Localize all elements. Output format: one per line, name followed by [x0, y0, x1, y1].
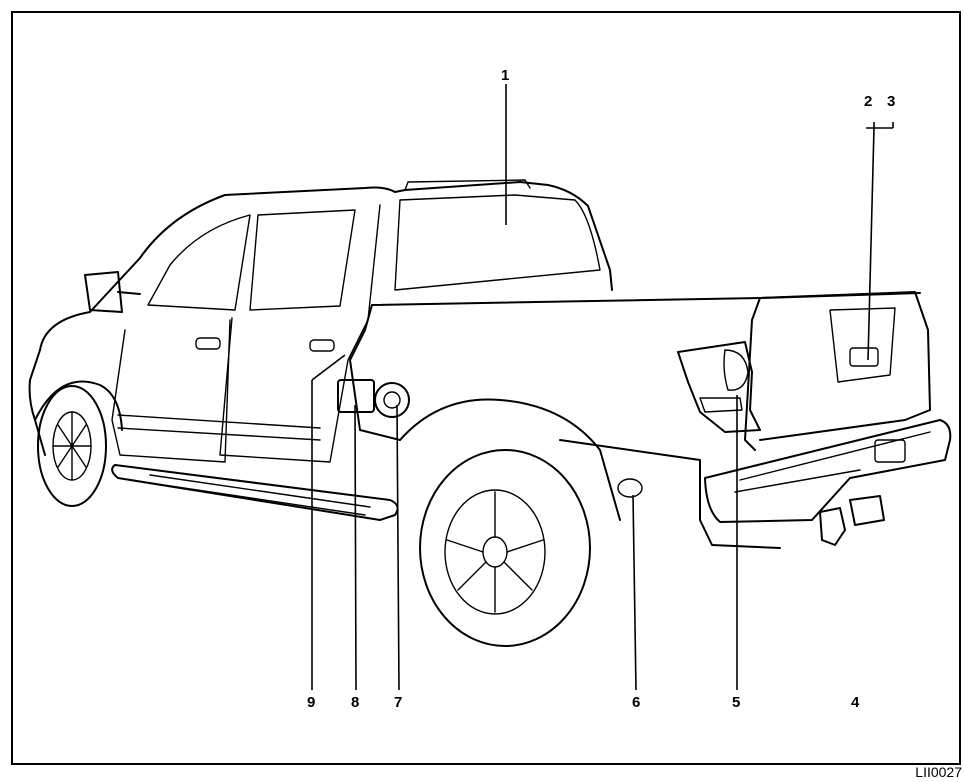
- trailer-hitch: [819, 495, 885, 546]
- side-mirror: [84, 271, 141, 313]
- leader-9b: [311, 354, 346, 381]
- tail-lamp-lens: [699, 349, 749, 413]
- rear-wheel-arch: [399, 398, 621, 521]
- tailgate-lock: [849, 347, 879, 367]
- bed-side: [349, 304, 401, 441]
- rear-spokes: [446, 491, 544, 613]
- leader-8: [354, 404, 357, 691]
- front-door-outline: [111, 319, 231, 463]
- callout-4: 4: [851, 694, 860, 711]
- front-wheel-arch: [34, 380, 123, 431]
- callout-8: 8: [351, 694, 359, 711]
- rear-door-handle: [309, 339, 335, 352]
- leader-6: [632, 494, 637, 691]
- figure-frame: [11, 11, 961, 765]
- rear-rim: [444, 489, 546, 615]
- front-tire: [37, 385, 107, 507]
- rear-bumper: [704, 419, 952, 523]
- rear-side-reflector: [617, 478, 643, 498]
- callout-7: 7: [394, 694, 402, 711]
- running-board-step: [149, 474, 371, 516]
- rear-tire: [419, 449, 591, 647]
- fuel-filler-cap-inner: [383, 391, 401, 409]
- cab-rear-window: [394, 194, 601, 291]
- hitch-connector: [874, 439, 906, 463]
- tail-lamp: [677, 341, 761, 433]
- front-door-window: [147, 214, 251, 311]
- front-door-handle: [195, 337, 221, 350]
- bed-corner: [744, 297, 761, 451]
- bed-lower-edge: [559, 439, 781, 549]
- tailgate: [759, 291, 931, 441]
- rear-door-window: [249, 209, 356, 311]
- callout-5: 5: [732, 694, 740, 711]
- callout-leaders: [311, 84, 894, 691]
- rear-hub: [482, 536, 508, 568]
- callout-labels: 1 2 3 4 5 6 7 8 9: [307, 67, 895, 711]
- door-moulding: [117, 414, 321, 441]
- front-spokes: [52, 411, 92, 481]
- callout-6: 6: [632, 694, 640, 711]
- fuel-filler-door: [337, 379, 375, 413]
- cab-outline: [39, 181, 613, 351]
- leader-2-3: [866, 122, 894, 361]
- callout-9: 9: [307, 694, 315, 711]
- callout-3: 3: [887, 93, 895, 110]
- tailgate-handle-panel: [829, 307, 896, 383]
- callout-1: 1: [501, 67, 509, 84]
- fuel-filler-cap: [374, 382, 410, 418]
- running-board: [111, 464, 399, 521]
- leader-7: [396, 404, 400, 691]
- callout-2: 2: [864, 93, 872, 110]
- figure-code: LII0027: [915, 764, 962, 780]
- pickup-truck-drawing: [28, 179, 952, 647]
- roof-rail: [404, 179, 531, 191]
